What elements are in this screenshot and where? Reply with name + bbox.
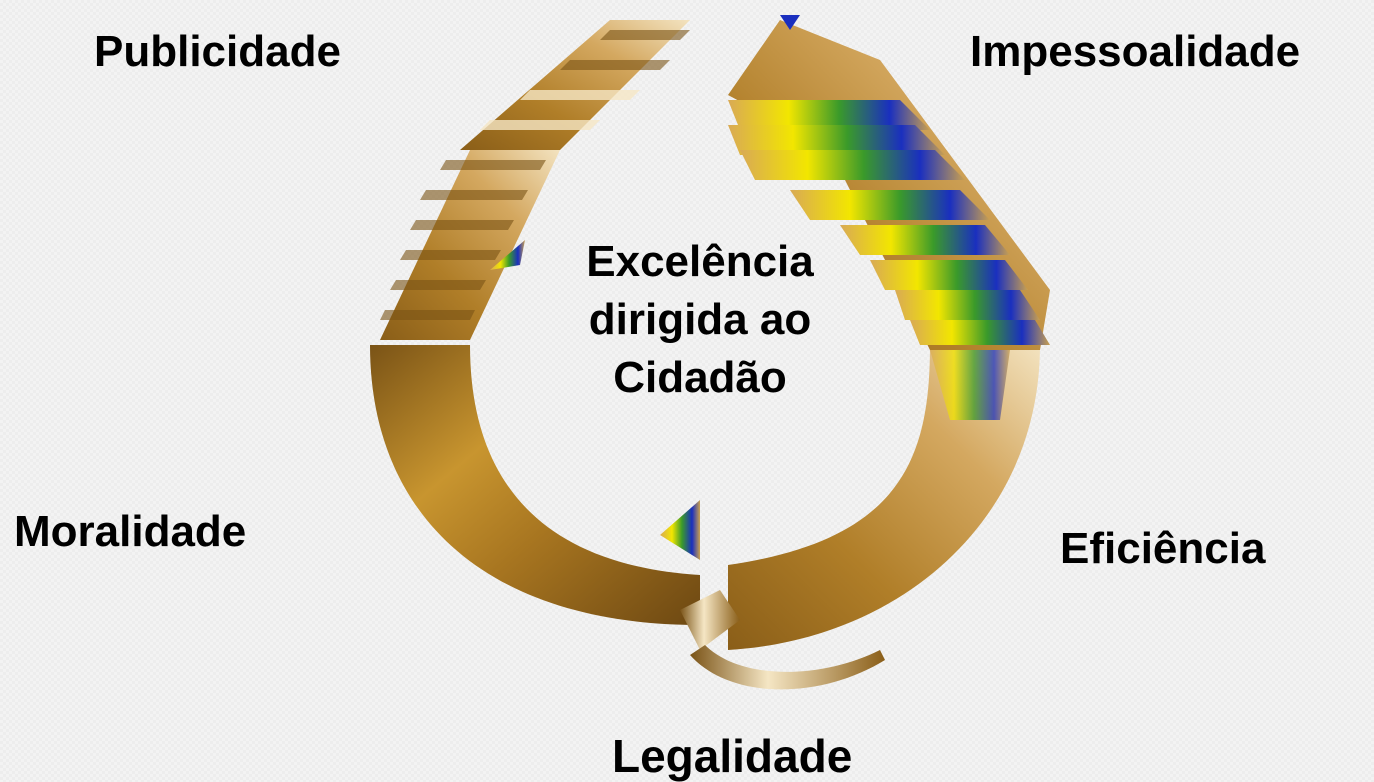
center-title: Excelência dirigida ao Cidadão xyxy=(540,233,860,407)
right-arrow-body xyxy=(728,345,1040,650)
label-impessoalidade: Impessoalidade xyxy=(970,27,1301,76)
right-arrow-stack xyxy=(728,15,1050,420)
center-title-line-1: Excelência xyxy=(586,237,814,286)
label-legalidade: Legalidade xyxy=(612,730,853,782)
label-publicidade: Publicidade xyxy=(94,27,341,76)
center-title-line-3: Cidadão xyxy=(613,353,787,402)
label-moralidade: Moralidade xyxy=(14,507,247,556)
bottom-ribbon-tail xyxy=(690,645,885,690)
left-arrow-body xyxy=(370,345,700,625)
label-eficiencia: Eficiência xyxy=(1060,524,1266,573)
bottom-ribbon xyxy=(680,590,740,650)
left-arrow-stack xyxy=(380,20,700,560)
center-title-line-2: dirigida ao xyxy=(588,295,812,344)
